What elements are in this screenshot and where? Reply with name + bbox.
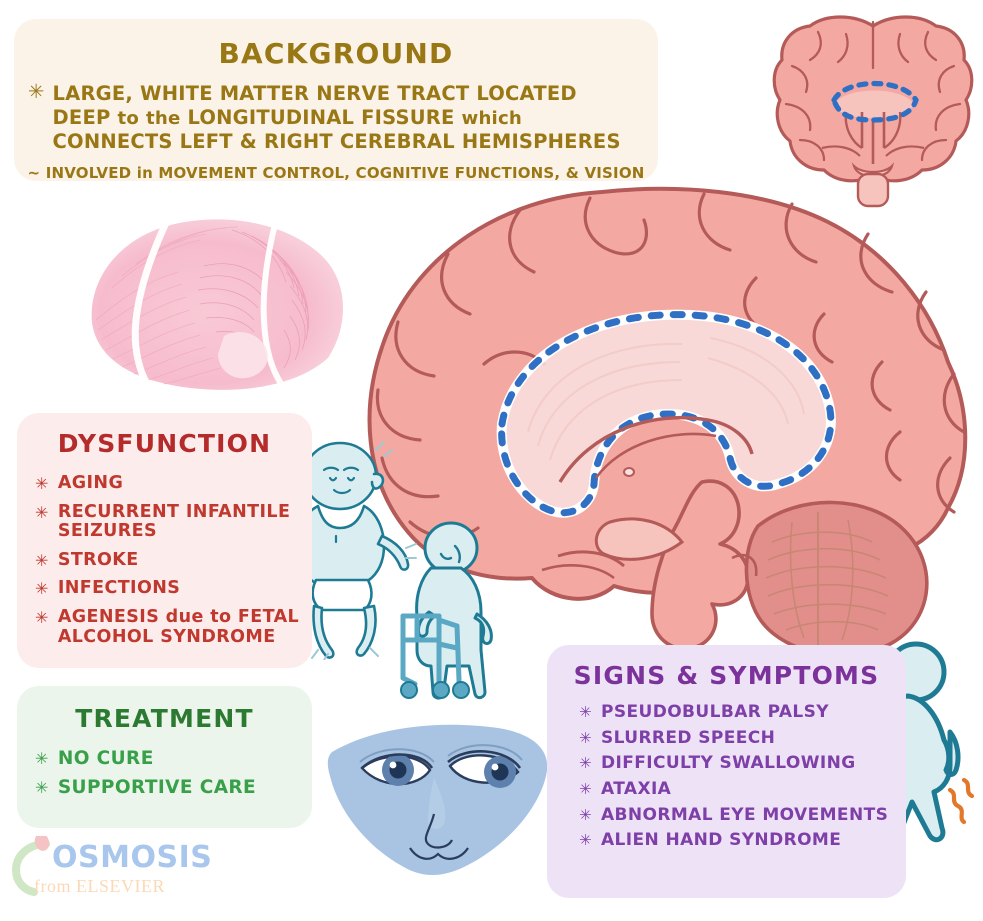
face-eye-movement-illustration — [327, 724, 548, 875]
signs-symptoms-panel-title: SIGNS & SYMPTOMS — [573, 661, 880, 690]
bullet-star-icon: ✳ — [579, 780, 592, 799]
list-item: ✳ ALIEN HAND SYNDROME — [579, 831, 906, 850]
list-item-label: ABNORMAL EYE MOVEMENTS — [600, 804, 889, 825]
list-item-label: AGING — [57, 473, 124, 493]
list-item-label: SLURRED SPEECH — [600, 727, 776, 748]
list-item-label: ATAXIA — [600, 779, 672, 800]
bullet-star-icon: ✳ — [28, 80, 45, 103]
coronal-brain-illustration — [772, 15, 974, 208]
background-panel-title: BACKGROUND — [218, 37, 454, 70]
tilde-bullet-icon: ~ — [27, 164, 41, 183]
signs-symptoms-list: ✳ PSEUDOBULBAR PALSY ✳ SLURRED SPEECH ✳ DIF… — [579, 703, 906, 850]
elderly-walker-illustration — [400, 521, 493, 700]
list-item: ✳ SLURRED SPEECH — [579, 727, 906, 748]
bullet-star-icon: ✳ — [579, 831, 592, 850]
osmosis-mark-icon — [12, 836, 50, 896]
list-item-label: STROKE — [57, 549, 139, 570]
background-sub-statement: ~ INVOLVED in MOVEMENT CONTROL, COGNITIV… — [14, 164, 658, 182]
list-item: ✳ INFECTIONS — [35, 579, 312, 599]
treatment-list: ✳ NO CURE ✳ SUPPORTIVE CARE — [35, 748, 312, 799]
list-item-label: DIFFICULTY SWALLOWING — [600, 753, 856, 774]
bullet-star-icon: ✳ — [35, 777, 49, 797]
list-item-label: INFECTIONS — [57, 578, 181, 599]
treatment-panel: TREATMENT ✳ NO CURE ✳ SUPPORTIVE CARE — [17, 686, 312, 828]
treatment-panel-title: TREATMENT — [75, 704, 254, 733]
dysfunction-panel: DYSFUNCTION ✳ AGING ✳ RECURRENT INFANTILE … — [17, 413, 312, 668]
list-item-label: AGENESIS due to FETAL ALCOHOL SYNDROME — [57, 606, 300, 647]
bullet-star-icon: ✳ — [579, 703, 592, 721]
background-sub-text: INVOLVED in MOVEMENT CONTROL, COGNITIVE … — [45, 164, 645, 183]
list-item: ✳ ABNORMAL EYE MOVEMENTS — [579, 806, 906, 825]
list-item-label: PSEUDOBULBAR PALSY — [600, 702, 830, 722]
bullet-star-icon: ✳ — [35, 550, 49, 570]
list-item-label: SUPPORTIVE CARE — [57, 776, 257, 798]
list-item: ✳ RECURRENT INFANTILE SEIZURES — [35, 501, 312, 542]
list-item-label: RECURRENT INFANTILE SEIZURES — [57, 501, 291, 542]
bullet-star-icon: ✳ — [35, 502, 49, 522]
bullet-star-icon: ✳ — [579, 728, 592, 747]
background-main-statement: ✳ LARGE, WHITE MATTER NERVE TRACT LOCATE… — [28, 82, 636, 153]
list-item: ✳ AGING — [35, 473, 312, 494]
list-item: ✳ NO CURE — [35, 748, 312, 770]
osmosis-logo: OSMOSIS from ELSEVIER — [12, 836, 212, 910]
signs-symptoms-panel: SIGNS & SYMPTOMS ✳ PSEUDOBULBAR PALSY ✳ SL… — [547, 645, 906, 898]
list-item-label: ALIEN HAND SYNDROME — [600, 830, 842, 851]
bullet-star-icon: ✳ — [579, 754, 592, 773]
dysfunction-panel-title: DYSFUNCTION — [57, 429, 272, 458]
dysfunction-list: ✳ AGING ✳ RECURRENT INFANTILE SEIZURES ✳ ST… — [35, 473, 312, 647]
list-item: ✳ STROKE — [35, 549, 312, 571]
bullet-star-icon: ✳ — [35, 749, 49, 768]
background-panel: BACKGROUND ✳ LARGE, WHITE MATTER NERVE T… — [14, 19, 658, 182]
bullet-star-icon: ✳ — [579, 805, 592, 824]
osmosis-subtitle: from ELSEVIER — [34, 876, 165, 896]
background-main-text: LARGE, WHITE MATTER NERVE TRACT LOCATED … — [52, 82, 621, 153]
list-item: ✳ AGENESIS due to FETAL ALCOHOL SYNDROME — [35, 606, 312, 647]
list-item: ✳ PSEUDOBULBAR PALSY — [579, 703, 906, 722]
list-item-label: NO CURE — [57, 748, 154, 769]
bullet-star-icon: ✳ — [35, 607, 49, 627]
list-item: ✳ DIFFICULTY SWALLOWING — [579, 754, 906, 773]
sagittal-brain-illustration — [367, 186, 968, 652]
fiber-tract-illustration — [91, 211, 344, 395]
bullet-star-icon: ✳ — [35, 579, 49, 599]
list-item: ✳ SUPPORTIVE CARE — [35, 776, 312, 799]
osmosis-wordmark: OSMOSIS — [52, 840, 213, 875]
bullet-star-icon: ✳ — [35, 474, 49, 493]
list-item: ✳ ATAXIA — [579, 780, 906, 799]
